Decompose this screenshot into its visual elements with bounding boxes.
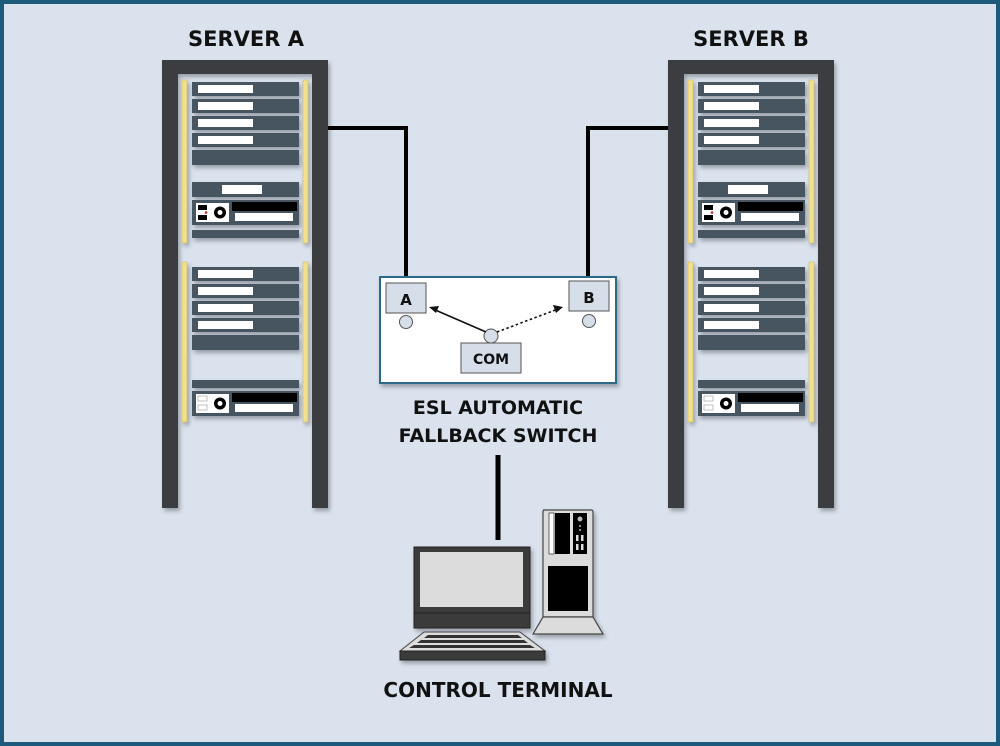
drive-disc-hole bbox=[723, 210, 729, 215]
monitor bbox=[413, 546, 531, 629]
standby-arrowhead bbox=[553, 305, 563, 313]
drive-label bbox=[235, 404, 293, 412]
unit-label-strip bbox=[198, 287, 253, 295]
drive-slot bbox=[198, 215, 207, 220]
unit-label-strip bbox=[704, 136, 759, 144]
unit-label-strip bbox=[198, 321, 253, 329]
blank-panel bbox=[698, 335, 805, 350]
rack-rail bbox=[181, 261, 188, 423]
drive-display bbox=[738, 202, 803, 211]
tower-pc bbox=[531, 509, 605, 635]
switch-label-line1: ESL AUTOMATIC bbox=[413, 397, 583, 419]
unit-label-strip bbox=[198, 136, 253, 144]
drive-display bbox=[232, 202, 297, 211]
unit-label-strip bbox=[704, 304, 759, 312]
port-com-label: COM bbox=[473, 352, 509, 368]
blank-panel bbox=[698, 150, 805, 165]
rack-right-post bbox=[312, 60, 328, 508]
rack-left-post bbox=[162, 60, 178, 508]
rack-top-bar bbox=[668, 60, 834, 74]
tower-stand bbox=[531, 616, 605, 635]
rack-rail bbox=[808, 261, 815, 423]
rack-right-post bbox=[818, 60, 834, 508]
terminal-label: CONTROL TERMINAL bbox=[383, 678, 612, 702]
port-com-led bbox=[483, 328, 499, 344]
drive-slot bbox=[703, 404, 714, 411]
drive-disc-hole bbox=[217, 210, 223, 215]
server-a-title: SERVER A bbox=[188, 27, 305, 51]
switch-label-line2: FALLBACK SWITCH bbox=[399, 425, 598, 447]
drive-display bbox=[738, 393, 803, 402]
unit-label-strip bbox=[198, 85, 253, 93]
unit-label-strip bbox=[222, 185, 262, 194]
blank-panel bbox=[192, 335, 299, 350]
drive-slot bbox=[704, 205, 713, 210]
server-a-rack bbox=[162, 60, 328, 508]
unit-label-strip bbox=[704, 270, 759, 278]
port-b-box bbox=[568, 280, 610, 312]
rack-left-post bbox=[668, 60, 684, 508]
drive-disc-hole bbox=[217, 401, 223, 406]
control-terminal bbox=[398, 509, 605, 661]
rack-rail bbox=[687, 261, 694, 423]
cable-server-b-to-switch bbox=[586, 126, 670, 280]
unit-label-strip bbox=[198, 119, 253, 127]
drive-label bbox=[741, 404, 799, 412]
port-b-led bbox=[582, 314, 596, 328]
cable-server-a-to-switch bbox=[328, 126, 408, 280]
drive-slot bbox=[704, 215, 713, 220]
keyboard bbox=[398, 631, 547, 661]
rack-rail bbox=[302, 79, 309, 244]
port-a-box bbox=[385, 282, 427, 314]
drive-display bbox=[232, 393, 297, 402]
drive-slot bbox=[198, 205, 207, 210]
unit-label-strip bbox=[704, 321, 759, 329]
unit-label-strip bbox=[704, 85, 759, 93]
drive-disc-hole bbox=[723, 401, 729, 406]
rack-rail bbox=[808, 79, 815, 244]
server-b-rack bbox=[668, 60, 834, 508]
drive-slot bbox=[197, 395, 208, 402]
rack-top-bar bbox=[162, 60, 328, 74]
port-b-label: B bbox=[583, 289, 594, 307]
blank-panel bbox=[698, 230, 805, 238]
unit-label-strip bbox=[198, 270, 253, 278]
active-path-arrow bbox=[432, 308, 487, 333]
standby-path-arrow bbox=[496, 308, 559, 333]
drive-label bbox=[235, 213, 293, 221]
port-a-label: A bbox=[400, 291, 412, 309]
blank-panel bbox=[192, 380, 299, 388]
drive-slot bbox=[197, 404, 208, 411]
blank-panel bbox=[192, 150, 299, 165]
blank-panel bbox=[698, 380, 805, 388]
blank-panel bbox=[192, 230, 299, 238]
monitor-screen bbox=[420, 552, 523, 607]
server-b-title: SERVER B bbox=[693, 27, 809, 51]
drive-label bbox=[741, 213, 799, 221]
drive-slot bbox=[703, 395, 714, 402]
port-a-led bbox=[399, 315, 413, 329]
unit-label-strip bbox=[198, 304, 253, 312]
fallback-switch: A B COM bbox=[379, 276, 617, 384]
active-arrowhead bbox=[429, 306, 439, 313]
unit-label-strip bbox=[704, 119, 759, 127]
rack-rail bbox=[181, 79, 188, 244]
unit-label-strip bbox=[198, 102, 253, 110]
unit-label-strip bbox=[704, 287, 759, 295]
unit-label-strip bbox=[704, 102, 759, 110]
unit-label-strip bbox=[728, 185, 768, 194]
drive-led bbox=[710, 211, 714, 214]
rack-rail bbox=[302, 261, 309, 423]
rack-rail bbox=[687, 79, 694, 244]
drive-led bbox=[204, 211, 208, 214]
